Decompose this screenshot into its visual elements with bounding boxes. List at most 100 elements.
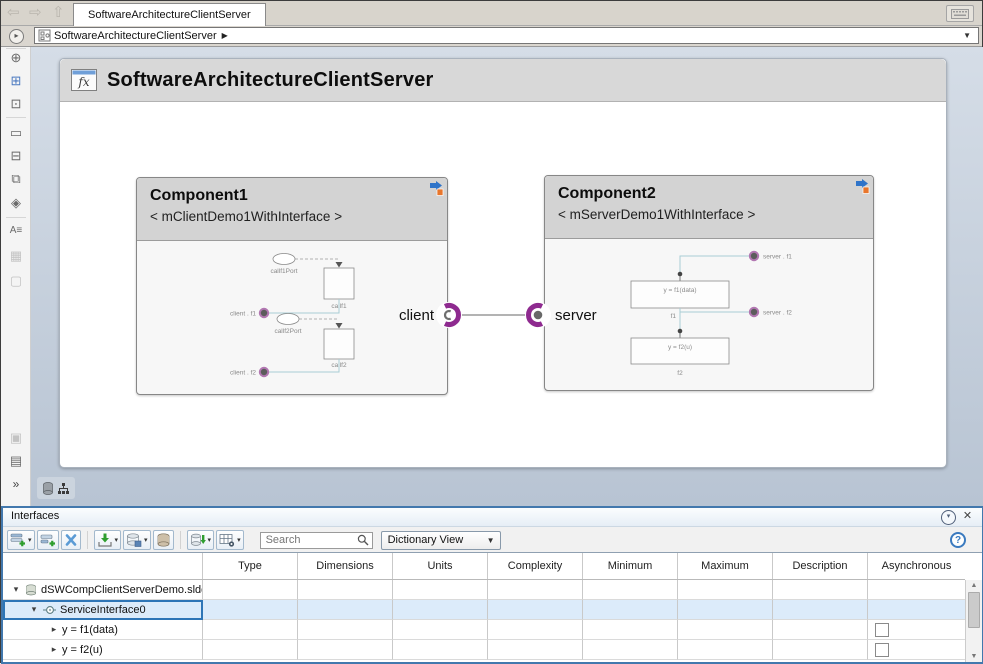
linked-model-badge-icon[interactable]	[429, 180, 444, 197]
resize-grip	[964, 481, 978, 493]
table-header-row: Type Dimensions Units Complexity Minimum…	[3, 553, 965, 580]
scrollbar-thumb[interactable]	[968, 592, 980, 628]
expand-icon[interactable]: ▸	[51, 644, 57, 654]
import-button[interactable]: ▾	[93, 530, 122, 550]
svg-text:callf1Port: callf1Port	[270, 268, 297, 275]
tab-software-architecture[interactable]: SoftwareArchitectureClientServer	[73, 3, 266, 26]
screenshot-icon: ▣	[9, 430, 23, 445]
search-input[interactable]	[260, 534, 357, 546]
add-interface-button[interactable]: ▾	[7, 530, 35, 550]
component1-block[interactable]: Component1 < mClientDemo1WithInterface >…	[136, 177, 448, 395]
component1-header[interactable]: Component1 < mClientDemo1WithInterface >	[137, 178, 447, 241]
expand-rail-icon[interactable]: »	[12, 477, 20, 491]
keyboard-shortcuts-button[interactable]	[946, 5, 974, 22]
row-label: y = f2(u)	[62, 643, 103, 656]
model-browser-icon[interactable]: ▤	[9, 453, 23, 468]
component2-header[interactable]: Component2 < mServerDemo1WithInterface >	[545, 176, 873, 239]
column-header[interactable]	[3, 553, 203, 579]
delete-button[interactable]	[60, 530, 81, 550]
svg-text:f1: f1	[671, 313, 677, 320]
back-arrow-icon[interactable]: ⇦	[7, 4, 20, 21]
sldd-dictionary-icon	[25, 583, 37, 596]
svg-text:client . f1: client . f1	[230, 311, 256, 318]
dropdown-arrow-icon[interactable]: ▾	[114, 537, 119, 544]
breadcrumb-dropdown-icon[interactable]: ▼	[963, 31, 971, 40]
model-icon	[38, 29, 51, 42]
save-dictionary-icon	[127, 533, 142, 547]
component1-preview: callf1Port callf1 client . f1 callf2Port…	[230, 253, 355, 378]
svg-text:server . f2: server . f2	[763, 310, 792, 317]
dictionary-badge-icon[interactable]	[42, 481, 53, 495]
signal-io-icon[interactable]: ⊟	[10, 148, 22, 163]
panel-close-icon[interactable]: ✕	[962, 510, 973, 522]
collapse-icon[interactable]: ▾	[13, 584, 19, 594]
zoom-region-icon[interactable]: ⊡	[10, 96, 22, 111]
add-element-button[interactable]	[36, 530, 59, 550]
client-port-label[interactable]: client	[398, 307, 434, 324]
image-annotation-icon: ▦	[9, 248, 23, 263]
interfaces-toolbar: ▾ ▾	[3, 527, 982, 553]
column-header-complexity[interactable]: Complexity	[488, 553, 583, 579]
dropdown-arrow-icon[interactable]: ▾	[28, 537, 32, 544]
model-hierarchy-badge-icon[interactable]	[57, 482, 70, 495]
explore-button[interactable]: ▸	[9, 29, 24, 44]
row-label: y = f1(data)	[62, 623, 118, 636]
table-row-service-interface[interactable]: ▾ ServiceInterface0	[3, 600, 965, 620]
add-interface-icon	[10, 533, 25, 547]
fx-function-icon: fx	[71, 69, 97, 91]
forward-arrow-icon[interactable]: ⇨	[29, 4, 42, 21]
table-scrollbar[interactable]: ▲ ▼	[965, 580, 982, 662]
divider	[6, 48, 26, 49]
component2-name: Component2	[558, 185, 656, 202]
dropdown-arrow-icon[interactable]: ▾	[237, 537, 241, 544]
server-port-label[interactable]: server	[555, 307, 597, 324]
zoom-in-icon[interactable]: ⊕	[10, 50, 22, 65]
column-header-asynchronous[interactable]: Asynchronous	[881, 560, 952, 572]
auto-arrange-icon[interactable]: ◈	[11, 195, 21, 210]
column-header-minimum[interactable]: Minimum	[583, 553, 678, 579]
column-header-type[interactable]: Type	[203, 553, 298, 579]
open-dictionary-button[interactable]	[152, 530, 174, 550]
dropdown-arrow-icon[interactable]: ▾	[144, 537, 148, 544]
column-header-units[interactable]: Units	[393, 553, 488, 579]
scroll-up-icon[interactable]: ▲	[970, 582, 978, 589]
chevron-down-icon: ▼	[486, 535, 495, 545]
column-header-maximum[interactable]: Maximum	[678, 553, 773, 579]
copy-view-icon[interactable]: ⧉	[11, 171, 21, 186]
export-button[interactable]: ▾	[186, 530, 215, 550]
table-row-function-f1[interactable]: ▸ y = f1(data)	[3, 620, 965, 640]
scroll-down-icon[interactable]: ▼	[970, 653, 978, 660]
collapse-icon[interactable]: ▾	[31, 604, 37, 614]
up-arrow-icon[interactable]: ⇧	[52, 4, 65, 21]
column-header-dimensions[interactable]: Dimensions	[298, 553, 393, 579]
help-button[interactable]: ?	[950, 532, 966, 548]
viewmark-icon[interactable]: ▭	[9, 125, 23, 140]
component2-block[interactable]: Component2 < mServerDemo1WithInterface >…	[544, 175, 874, 391]
linked-model-badge-icon[interactable]	[855, 178, 870, 195]
component1-name: Component1	[150, 187, 248, 204]
column-header-description[interactable]: Description	[773, 553, 868, 579]
breadcrumb-expand-icon[interactable]: ▶	[221, 31, 228, 40]
svg-text:y = f1(data): y = f1(data)	[663, 287, 696, 294]
asynchronous-checkbox[interactable]	[875, 642, 889, 657]
search-box[interactable]	[259, 531, 373, 549]
column-view-button[interactable]: ▾	[216, 530, 244, 550]
component2-preview: server . f1 y = f1(data) f1 server . f2 …	[630, 250, 792, 377]
table-row-function-f2[interactable]: ▸ y = f2(u)	[3, 640, 965, 660]
view-selector-dropdown[interactable]: Dictionary View ▼	[380, 530, 501, 550]
annotation-icon[interactable]: A≡	[9, 225, 23, 236]
breadcrumb-model-name[interactable]: SoftwareArchitectureClientServer	[54, 29, 217, 42]
page-title: SoftwareArchitectureClientServer	[107, 68, 434, 91]
asynchronous-checkbox[interactable]	[875, 622, 889, 637]
area-annotation-icon: ▢	[9, 273, 23, 288]
import-icon	[97, 533, 112, 547]
breadcrumb[interactable]: SoftwareArchitectureClientServer ▶ ▼	[34, 27, 979, 44]
fit-to-view-icon[interactable]: ⊞	[10, 73, 22, 88]
diagram-canvas[interactable]: fx SoftwareArchitectureClientServer Comp…	[31, 47, 983, 506]
table-row-dictionary[interactable]: ▾ dSWCompClientServerDemo.sldd	[3, 580, 965, 600]
panel-minimize-icon[interactable]: ▾	[941, 510, 956, 525]
save-dictionary-button[interactable]: ▾	[123, 530, 151, 550]
expand-icon[interactable]: ▸	[51, 624, 57, 634]
dropdown-arrow-icon[interactable]: ▾	[207, 537, 212, 544]
